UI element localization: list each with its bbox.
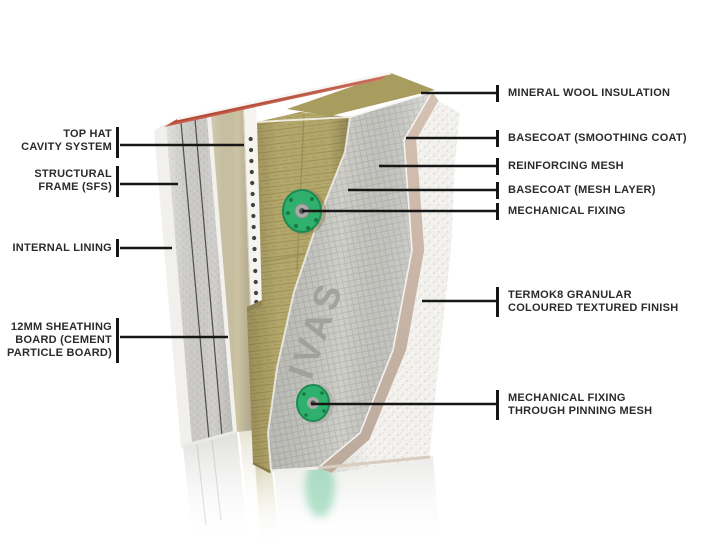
sheathing-board-shade — [211, 107, 255, 432]
label-line: TOP HAT — [63, 128, 112, 140]
wool-step-bevel — [247, 300, 262, 313]
label-mechanical-fixing-pinning: MECHANICAL FIXING THROUGH PINNING MESH — [508, 392, 652, 418]
label-line: BOARD (CEMENT — [15, 334, 112, 346]
label-sheathing-board: 12MM SHEATHING BOARD (CEMENT PARTICLE BO… — [7, 321, 112, 360]
leader-lines — [120, 91, 497, 406]
top-hat-strip-edge — [243, 107, 251, 309]
tick-internal-lining — [116, 239, 119, 257]
tick-fixing-pinning — [496, 390, 499, 420]
label-line: INTERNAL LINING — [12, 242, 112, 254]
top-hat-perforations — [248, 136, 259, 305]
label-termok8-finish: TERMOK8 GRANULAR COLOURED TEXTURED FINIS… — [508, 289, 678, 315]
basecoat-mesh-shade — [268, 92, 432, 470]
label-line: MINERAL WOOL INSULATION — [508, 87, 671, 99]
tick-mechanical-fixing — [496, 203, 499, 220]
tick-sheathing-board — [116, 318, 119, 363]
label-internal-lining: INTERNAL LINING — [13, 242, 113, 255]
fire-barrier-highlight — [164, 73, 391, 127]
wool-top-edge — [256, 116, 351, 123]
tick-top-hat — [116, 127, 119, 158]
label-basecoat-mesh-layer: BASECOAT (MESH LAYER) — [508, 184, 656, 197]
fixing-washer-holes — [302, 391, 326, 417]
label-line: BASECOAT (SMOOTHING COAT) — [508, 132, 687, 144]
mesh-top-edge — [349, 91, 433, 118]
label-top-hat-cavity-system: TOP HAT CAVITY SYSTEM — [21, 128, 112, 154]
lining-seam-line — [194, 118, 223, 437]
reflection-fixing — [305, 457, 335, 517]
label-mechanical-fixing: MECHANICAL FIXING — [508, 205, 626, 218]
mesh-bottom-bevel — [270, 466, 319, 473]
label-mineral-wool-insulation: MINERAL WOOL INSULATION — [508, 87, 670, 100]
label-line: COLOURED TEXTURED FINISH — [508, 302, 679, 314]
reflection-seam-line — [196, 443, 207, 526]
lining-edge — [154, 126, 192, 448]
reflection-seam-line — [211, 439, 222, 521]
label-line: MECHANICAL FIXING — [508, 205, 626, 217]
label-line: MECHANICAL FIXING — [508, 392, 626, 404]
reflection-lining — [183, 431, 247, 544]
tick-basecoat-mesh — [496, 182, 499, 199]
label-line: PARTICLE BOARD) — [7, 347, 112, 359]
label-reinforcing-mesh: REINFORCING MESH — [508, 160, 624, 173]
label-line: STRUCTURAL — [34, 168, 112, 180]
tick-reinforcing-mesh — [496, 158, 499, 175]
mesh-smoothing-divider — [317, 91, 433, 469]
tick-termok8 — [496, 287, 499, 317]
tick-structural-frame — [116, 166, 119, 197]
tick-basecoat-smoothing — [496, 130, 499, 147]
label-basecoat-smoothing: BASECOAT (SMOOTHING COAT) — [508, 132, 687, 145]
wall-layers: IVAS — [154, 71, 460, 474]
tick-mineral-wool — [496, 85, 499, 102]
wool-seam-line — [262, 253, 306, 263]
label-line: TERMOK8 GRANULAR — [508, 289, 632, 301]
mineral-wool-top — [287, 73, 435, 116]
label-line: FRAME (SFS) — [38, 181, 112, 193]
fixing-washer-holes — [286, 197, 318, 230]
label-line: THROUGH PINNING MESH — [508, 405, 653, 417]
label-line: REINFORCING MESH — [508, 160, 624, 172]
textured-finish-shade — [333, 101, 460, 473]
reflection-wool — [255, 463, 280, 548]
label-line: 12MM SHEATHING — [10, 321, 112, 333]
peel-edge-highlight — [266, 116, 351, 471]
lining-seam-line — [180, 122, 210, 440]
label-line: BASECOAT (MESH LAYER) — [508, 184, 656, 196]
wool-bottom-bevel — [252, 461, 271, 474]
lining-bottom-bevel — [182, 430, 236, 448]
label-structural-frame: STRUCTURAL FRAME (SFS) — [34, 168, 112, 194]
finish-bottom-bevel — [317, 455, 431, 470]
basecoat-smoothing-shade — [318, 92, 439, 473]
leader-ticks — [116, 85, 499, 420]
lining-sheathing-gap — [207, 115, 237, 433]
label-line: CAVITY SYSTEM — [21, 141, 112, 153]
red-olive-divider — [176, 71, 392, 121]
